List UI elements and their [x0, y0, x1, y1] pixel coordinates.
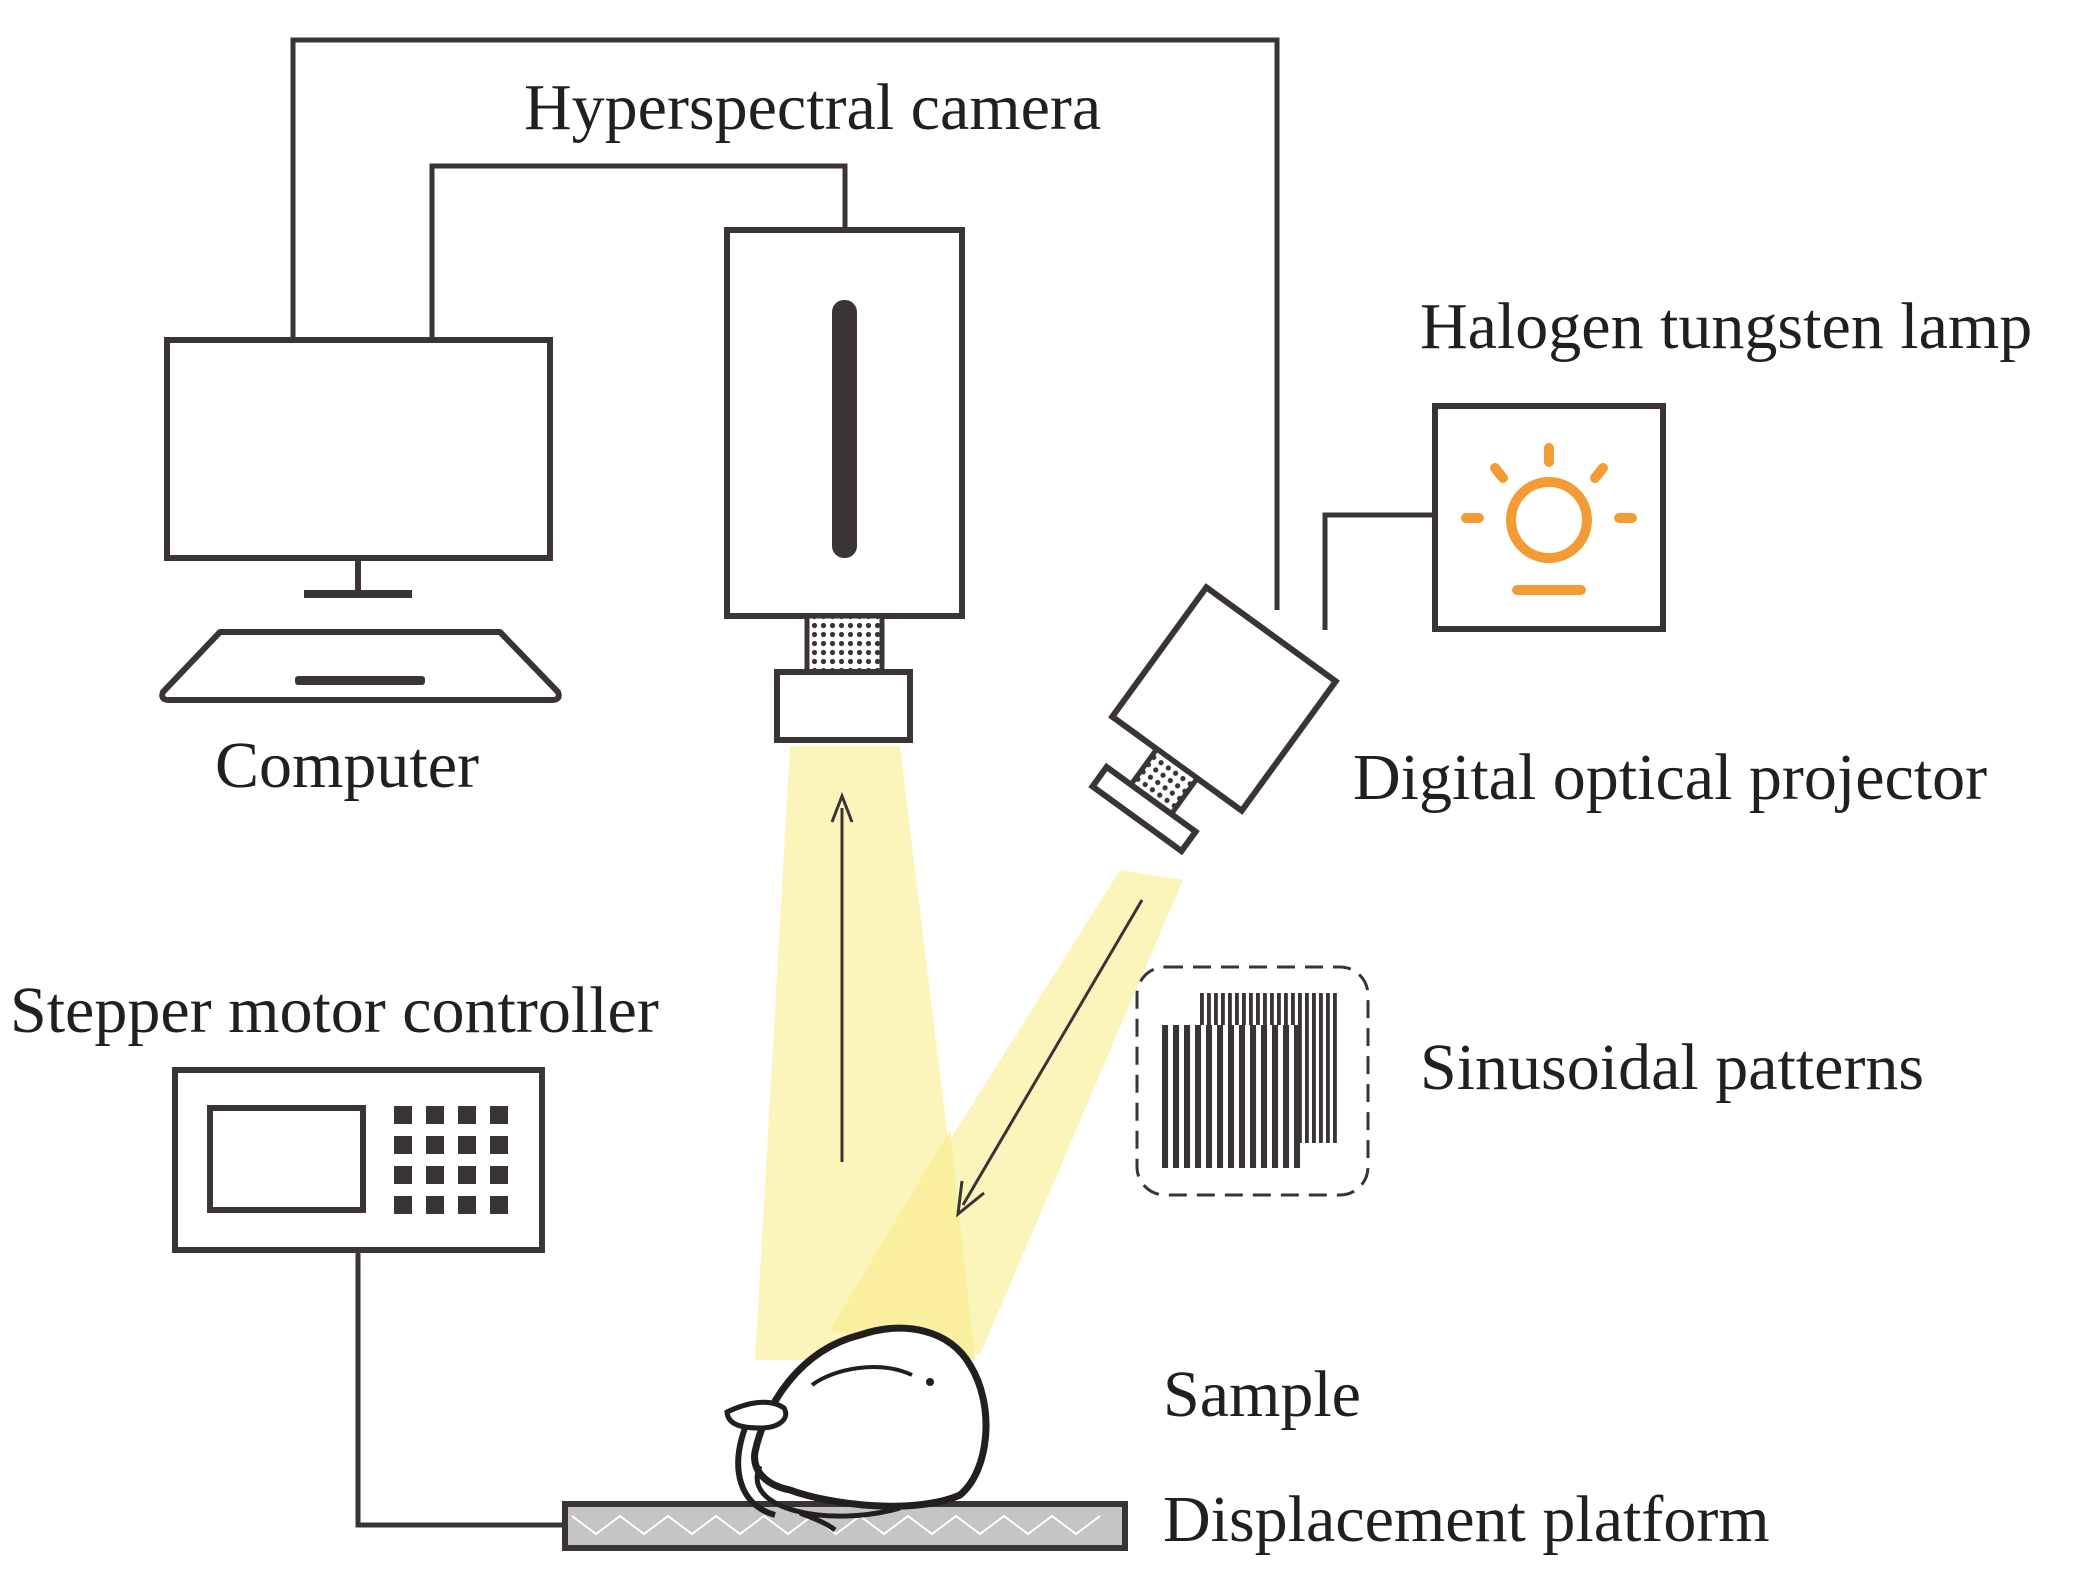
keypad-key — [426, 1106, 444, 1124]
controller-screen — [207, 1105, 366, 1213]
pear-leaf-tip — [799, 1510, 837, 1532]
camera-slit — [832, 300, 857, 558]
label-stepper-controller: Stepper motor controller — [10, 974, 659, 1047]
label-projector: Digital optical projector — [1353, 741, 1988, 814]
stripe — [1228, 1025, 1235, 1168]
keypad-key — [458, 1106, 476, 1124]
label-computer: Computer — [215, 729, 479, 802]
keypad-key — [490, 1196, 508, 1214]
keypad-key — [458, 1196, 476, 1214]
stripe — [1326, 993, 1330, 1143]
stripe — [1173, 1025, 1180, 1168]
pear-shading — [754, 1464, 901, 1519]
keypad-key — [394, 1136, 412, 1154]
keypad-key — [458, 1166, 476, 1184]
sinusoidal-patterns-icon — [1135, 965, 1370, 1197]
stripe — [1261, 1025, 1268, 1168]
keypad-key — [490, 1106, 508, 1124]
label-displacement-platform: Displacement platform — [1163, 1483, 1770, 1556]
keypad-key — [394, 1196, 412, 1214]
stripe — [1184, 1025, 1191, 1168]
stripe — [1319, 993, 1323, 1143]
pear-highlight-dot — [926, 1378, 934, 1386]
keypad-key — [426, 1136, 444, 1154]
stripe — [1239, 1025, 1246, 1168]
camera-lens-mount — [774, 669, 913, 743]
camera-icon — [724, 227, 965, 743]
platform-texture — [571, 1514, 1101, 1536]
pear-icon — [724, 1324, 990, 1532]
keypad-key — [458, 1136, 476, 1154]
stripe — [1272, 1025, 1279, 1168]
reflected-light-arrow — [830, 791, 854, 1162]
stripe — [1333, 993, 1337, 1143]
cable-computer-camera — [429, 163, 848, 340]
lamp-box — [1432, 403, 1666, 632]
pear-body — [751, 1324, 990, 1510]
stripe — [1217, 1025, 1224, 1168]
projector-icon — [1088, 583, 1340, 856]
pear-leaf — [735, 1426, 776, 1518]
keypad-key — [490, 1166, 508, 1184]
controller-keypad — [394, 1106, 508, 1214]
stripe — [1195, 1025, 1202, 1168]
stripe — [1162, 1025, 1169, 1168]
keypad-key — [490, 1136, 508, 1154]
label-sinusoidal-patterns: Sinusoidal patterns — [1420, 1031, 1925, 1104]
platform-icon — [562, 1501, 1128, 1551]
keypad-key — [394, 1166, 412, 1184]
keypad-key — [426, 1196, 444, 1214]
keypad-key — [394, 1106, 412, 1124]
pear-stem — [724, 1399, 789, 1431]
stripe — [1294, 1025, 1301, 1168]
cable-computer-projector — [290, 37, 1280, 610]
stripe — [1305, 993, 1309, 1143]
label-sample: Sample — [1163, 1358, 1361, 1431]
stripe — [1250, 1025, 1257, 1168]
beam-overlap — [830, 1130, 975, 1360]
stripe — [1283, 1025, 1290, 1168]
label-hyperspectral-camera: Hyperspectral camera — [524, 71, 1102, 144]
cable-lamp-projector — [1322, 512, 1435, 630]
trackpad — [295, 676, 425, 685]
cables — [290, 37, 1435, 1528]
computer-icon — [159, 337, 562, 703]
stripe — [1312, 993, 1316, 1143]
keypad-key — [426, 1166, 444, 1184]
pear-highlight — [810, 1365, 913, 1387]
projector-lens-ring — [1088, 762, 1200, 856]
projected-light-arrow — [956, 899, 1144, 1218]
camera-lens — [804, 613, 885, 675]
cable-controller-platform — [355, 1250, 565, 1528]
stripe — [1206, 1025, 1213, 1168]
keyboard — [159, 629, 562, 703]
monitor — [164, 337, 553, 561]
stripe-patterns — [1162, 993, 1338, 1168]
patterns-dashed-frame — [1135, 965, 1370, 1197]
label-halogen-lamp: Halogen tungsten lamp — [1420, 290, 2033, 363]
bulb-icon — [1461, 443, 1637, 595]
controller-icon — [172, 1067, 545, 1253]
